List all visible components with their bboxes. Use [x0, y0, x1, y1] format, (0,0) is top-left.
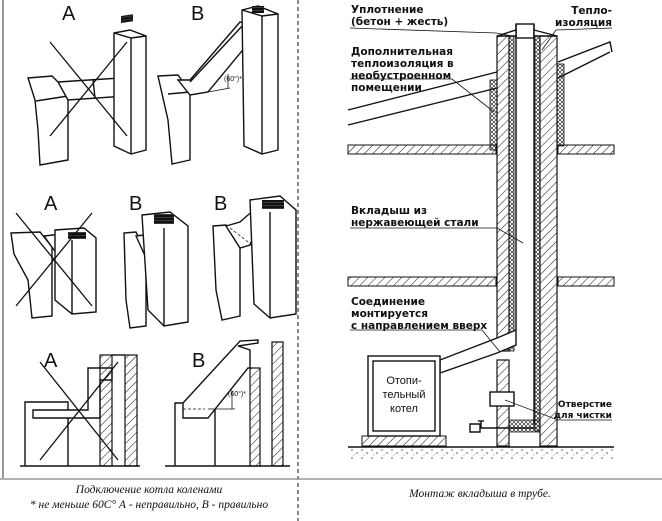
- cleanout-hatch: [489, 391, 515, 407]
- inclined-pipe: [182, 339, 259, 419]
- extra-insulation-left: [489, 79, 498, 151]
- label-joint-3: с направлением вверх: [351, 320, 487, 332]
- row2-variant-b2: B: [212, 193, 297, 321]
- chimney-wall-left: [249, 367, 261, 467]
- leader-lines: [349, 27, 613, 421]
- chimney-block: [241, 5, 279, 155]
- chimney-opening: [121, 14, 133, 23]
- chimney-block: [54, 227, 97, 315]
- boiler-outline: [24, 401, 69, 466]
- chimney-opening: [68, 232, 86, 239]
- boiler-base: [361, 435, 447, 447]
- label-cleanout-1: Отверстие: [558, 400, 612, 410]
- chimney-wall-left: [99, 354, 113, 467]
- chimney-opening: [252, 6, 264, 13]
- label-joint-1: Соединение: [351, 296, 425, 308]
- label-liner-1: Вкладыш из: [351, 205, 427, 217]
- row2-label-a: A: [44, 193, 58, 215]
- ground-fill: [348, 448, 614, 460]
- label-insulation-2: изоляция: [555, 17, 612, 29]
- extra-insulation-right: [556, 63, 565, 147]
- chimney-block: [113, 29, 147, 155]
- boiler-block: [157, 74, 191, 165]
- chimney-cross-section: Отопи- тельный котел: [347, 23, 615, 460]
- boiler-inner: [372, 360, 436, 432]
- label-liner-2: нержавеющей стали: [351, 217, 479, 229]
- row1-label-a: A: [62, 3, 76, 25]
- row3-label-b: B: [192, 350, 205, 372]
- roof-right: [557, 41, 613, 79]
- row3-label-a: A: [44, 350, 58, 372]
- label-extra-insulation-4: помещении: [351, 82, 422, 94]
- chimney-wall-right: [124, 354, 138, 467]
- insulation-left: [508, 35, 515, 352]
- label-extra-insulation-3: необустроенном: [351, 70, 451, 82]
- label-joint-2: монтируется: [351, 308, 428, 320]
- boiler-block: [212, 224, 241, 321]
- chimney-wall-right: [271, 341, 284, 467]
- row1-variant-b: B (60°)*: [157, 3, 279, 165]
- bottom-insulation: [508, 419, 541, 433]
- insulation-right: [534, 35, 541, 432]
- row3-variant-b: B (60°)*: [165, 339, 290, 467]
- row1-variant-a: A: [27, 3, 147, 166]
- row2-label-b1: B: [129, 193, 142, 215]
- boiler-label-2: тельный: [383, 389, 426, 401]
- row3-variant-a: A: [20, 350, 140, 467]
- boiler-block: [123, 231, 147, 329]
- row2-variant-b1: B: [123, 193, 189, 329]
- chimney-opening: [154, 214, 174, 224]
- boiler-label-1: Отопи-: [386, 375, 422, 387]
- label-cleanout-2: для чистки: [554, 411, 612, 421]
- chimney-block: [249, 195, 297, 319]
- left-caption-line2: * не меньше 60С° А - неправильно, В - пр…: [29, 499, 269, 511]
- label-extra-insulation-1: Дополнительная: [351, 46, 453, 58]
- boiler-label-3: котел: [390, 403, 418, 415]
- label-seal-2: (бетон + жесть): [351, 16, 448, 28]
- row1-angle-label: (60°)*: [224, 75, 242, 83]
- left-caption: Подключение котла коленами * не меньше 6…: [0, 483, 298, 513]
- floor-slab-right: [557, 276, 615, 287]
- row2-variant-a: A: [10, 193, 97, 319]
- chimney-block: [141, 211, 189, 327]
- drain-valve: [469, 423, 481, 433]
- ceiling-slab-right: [557, 144, 615, 155]
- ceiling-slab-left: [347, 144, 497, 155]
- row2-label-b2: B: [214, 193, 227, 215]
- left-caption-line1: Подключение котла коленами: [75, 484, 223, 496]
- label-insulation-1: Тепло-: [571, 5, 612, 17]
- label-seal-1: Уплотнение: [351, 4, 423, 16]
- row3-angle-label: (60°)*: [228, 390, 246, 398]
- brick-wall-left: [496, 35, 510, 352]
- boiler-block: [10, 231, 53, 319]
- roof-left: [347, 71, 498, 126]
- floor-slab-left: [347, 276, 497, 287]
- liner-top: [515, 23, 535, 39]
- row1-label-b: B: [191, 3, 204, 25]
- right-caption: Монтаж вкладыша в трубе.: [409, 488, 551, 500]
- brick-wall-right: [539, 35, 558, 447]
- chimney-opening: [262, 200, 284, 209]
- seal-cap: [496, 29, 558, 37]
- label-extra-insulation-2: теплоизоляция в: [351, 58, 454, 70]
